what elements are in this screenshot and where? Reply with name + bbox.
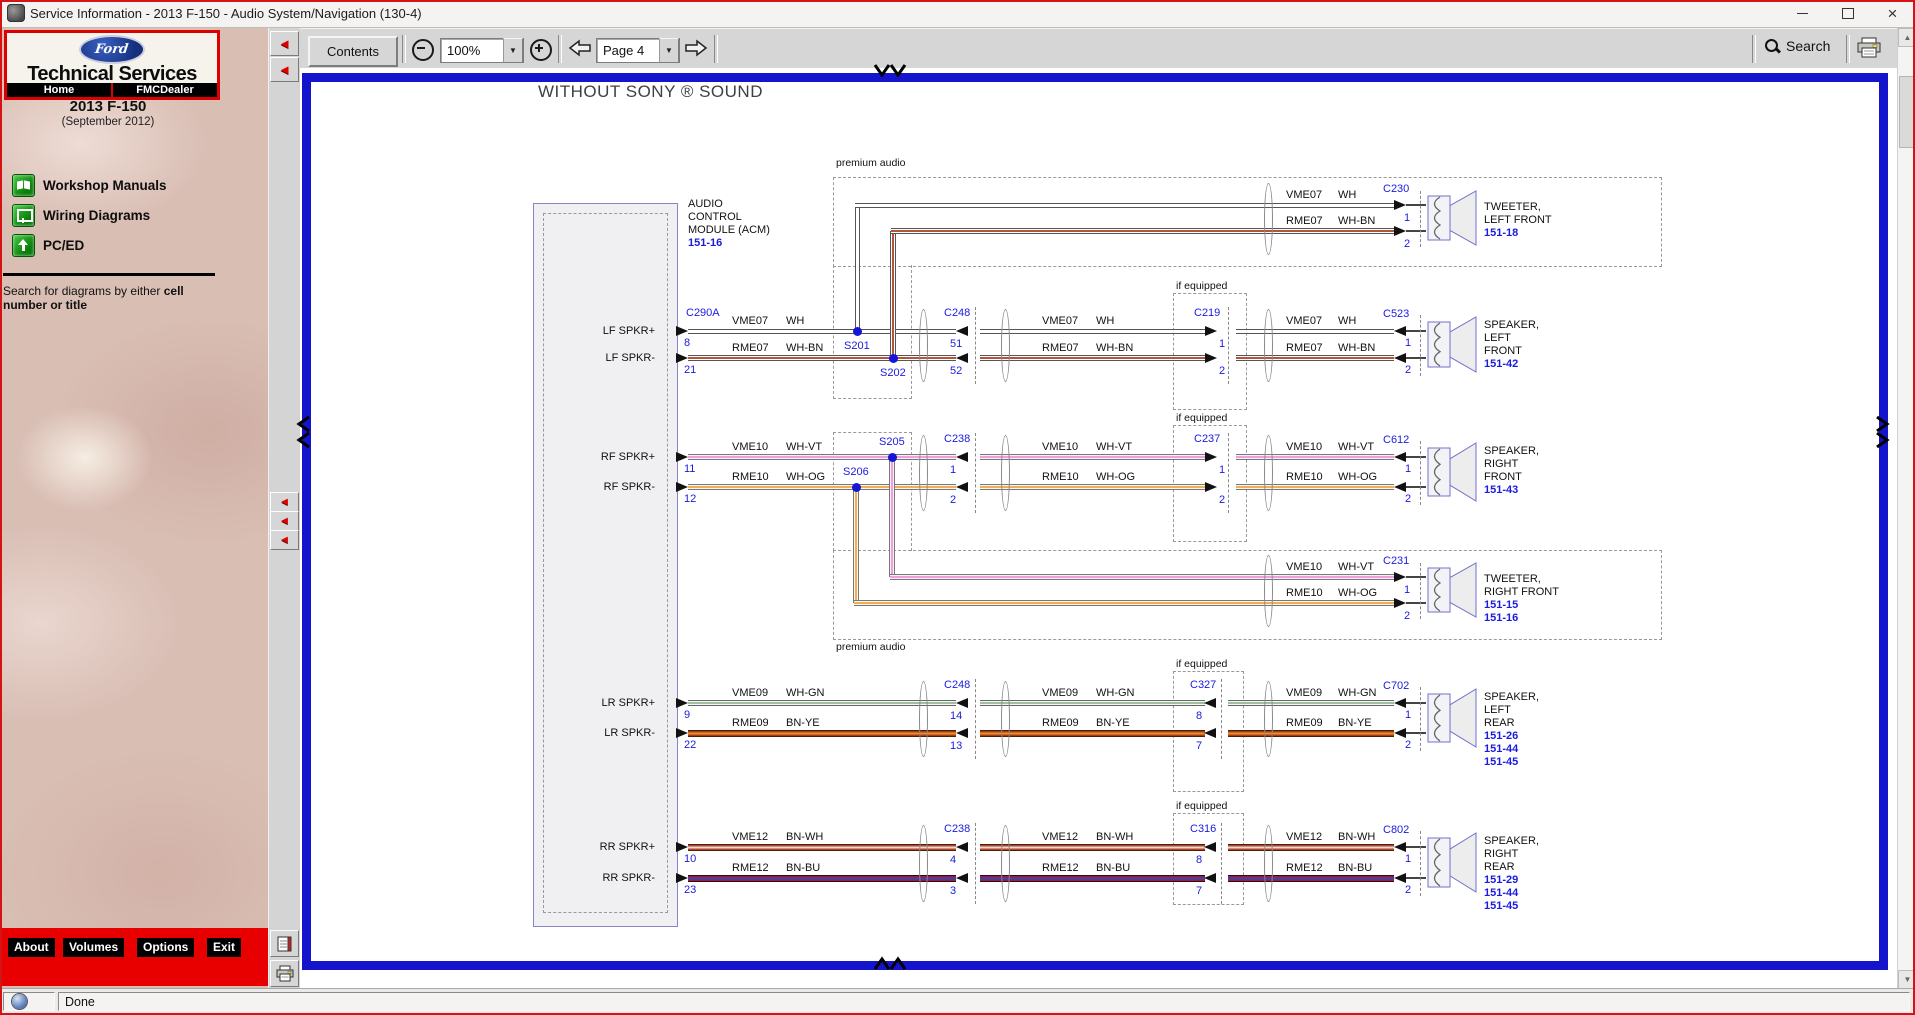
- sidebar-item-wiring-diagrams[interactable]: Wiring Diagrams: [12, 204, 242, 226]
- vertical-scrollbar[interactable]: ▲ ▼: [1897, 28, 1915, 988]
- left-arrow-icon: [568, 39, 592, 57]
- chevron-down-icon[interactable]: ▼: [503, 38, 523, 63]
- plus-icon: [538, 44, 540, 52]
- side-rail: ◄ ◄ ◄ ◄ ◄: [268, 28, 302, 988]
- right-arrow-icon: [684, 39, 708, 57]
- notes-icon: [276, 935, 294, 953]
- next-page-button[interactable]: [684, 39, 708, 62]
- sidebar-item-workshop-manuals[interactable]: Workshop Manuals: [12, 174, 242, 196]
- red-arrow-icon: ◄: [278, 37, 291, 50]
- toolbar-separator: [1846, 35, 1850, 63]
- previous-page-button[interactable]: [568, 39, 592, 62]
- globe-icon: [12, 994, 27, 1009]
- rail-prev-button[interactable]: ◄: [270, 31, 299, 56]
- toolbar-separator: [714, 35, 718, 63]
- printer-icon: [275, 965, 295, 982]
- chevron-down-icon[interactable]: ▼: [659, 38, 679, 63]
- minus-icon: [417, 47, 425, 49]
- red-arrow-icon: ◄: [278, 63, 291, 76]
- zoom-select[interactable]: 100% ▼: [440, 38, 524, 63]
- sidebar-divider: [3, 273, 215, 276]
- contents-button[interactable]: Contents: [308, 36, 398, 67]
- rail-notes-button[interactable]: [270, 930, 299, 957]
- volumes-button[interactable]: Volumes: [63, 938, 124, 957]
- zoom-out-button[interactable]: [412, 39, 434, 61]
- workshop-manuals-icon: [12, 174, 35, 197]
- maximize-button[interactable]: [1825, 0, 1870, 27]
- red-arrow-icon: ◄: [279, 497, 290, 508]
- close-icon: ×: [1888, 5, 1898, 22]
- minimize-icon: [1797, 13, 1808, 14]
- maximize-icon: [1842, 8, 1854, 19]
- wiring-diagrams-icon: [12, 204, 35, 227]
- status-message-panel: Done: [58, 992, 1910, 1011]
- brand-logo-box: Ford Technical Services Home FMCDealer: [4, 30, 220, 100]
- red-arrow-icon: ◄: [279, 516, 290, 527]
- red-arrow-icon: ◄: [279, 535, 290, 546]
- close-button[interactable]: ×: [1870, 0, 1915, 27]
- title-bar: Service Information - 2013 F-150 - Audio…: [0, 0, 1915, 28]
- zoom-in-button[interactable]: [530, 39, 552, 61]
- toolbar-separator: [402, 35, 406, 63]
- print-button[interactable]: [1856, 37, 1882, 64]
- edition-date: (September 2012): [0, 116, 216, 128]
- chevron-down-icon: ▼: [1904, 975, 1912, 984]
- rail-print-button[interactable]: [270, 960, 299, 987]
- options-button[interactable]: Options: [137, 938, 194, 957]
- scrollbar-thumb[interactable]: [1899, 76, 1915, 148]
- diagram-title: WITHOUT SONY ® SOUND: [538, 82, 763, 102]
- sidebar-item-pced[interactable]: PC/ED: [12, 234, 242, 256]
- rail-jump-button-3[interactable]: ◄: [270, 530, 299, 550]
- sidebar: Ford Technical Services Home FMCDealer 2…: [0, 28, 268, 988]
- pced-icon: [12, 234, 35, 257]
- minimize-button[interactable]: [1780, 0, 1825, 27]
- search-hint-normal: Search for diagrams by either: [3, 284, 164, 298]
- diagram-page-border: [302, 73, 1888, 970]
- zoom-value: 100%: [441, 43, 503, 58]
- sidebar-item-label: PC/ED: [43, 238, 84, 253]
- sidebar-footer: About Volumes Options Exit: [0, 928, 268, 986]
- search-icon: [1764, 38, 1780, 54]
- search-button[interactable]: Search: [1764, 38, 1830, 54]
- home-button[interactable]: Home: [7, 83, 111, 97]
- exit-button[interactable]: Exit: [207, 938, 241, 957]
- chevron-up-icon: ▲: [1904, 33, 1912, 42]
- page-select[interactable]: Page 4 ▼: [596, 38, 680, 63]
- status-bar: Done: [0, 988, 1915, 1015]
- toolbar: Contents 100% ▼ Page 4 ▼ Search: [300, 28, 1897, 69]
- brand-nav-bar: Home FMCDealer: [7, 83, 217, 97]
- fmcdealer-button[interactable]: FMCDealer: [113, 83, 217, 97]
- scroll-up-button[interactable]: ▲: [1898, 28, 1915, 47]
- ford-logo-icon: Ford: [79, 35, 145, 64]
- sidebar-item-label: Wiring Diagrams: [43, 208, 150, 223]
- search-hint: Search for diagrams by either cell numbe…: [3, 284, 215, 312]
- ford-logo-text: Ford: [94, 42, 129, 57]
- status-globe-panel: [3, 992, 55, 1011]
- vehicle-title: 2013 F-150: [0, 98, 216, 115]
- scroll-down-button[interactable]: ▼: [1898, 970, 1915, 989]
- app-icon: [7, 4, 25, 22]
- page-value: Page 4: [597, 43, 659, 58]
- status-text: Done: [65, 995, 95, 1009]
- about-button[interactable]: About: [8, 938, 55, 957]
- rail-jump-button-1[interactable]: ◄: [270, 492, 299, 512]
- toolbar-separator: [1752, 35, 1756, 63]
- search-label: Search: [1786, 38, 1830, 54]
- window-title: Service Information - 2013 F-150 - Audio…: [30, 6, 422, 21]
- toolbar-separator: [558, 35, 562, 63]
- rail-next-button[interactable]: ◄: [270, 57, 299, 82]
- rail-jump-button-2[interactable]: ◄: [270, 511, 299, 531]
- printer-icon: [1856, 37, 1882, 59]
- sidebar-item-label: Workshop Manuals: [43, 178, 167, 193]
